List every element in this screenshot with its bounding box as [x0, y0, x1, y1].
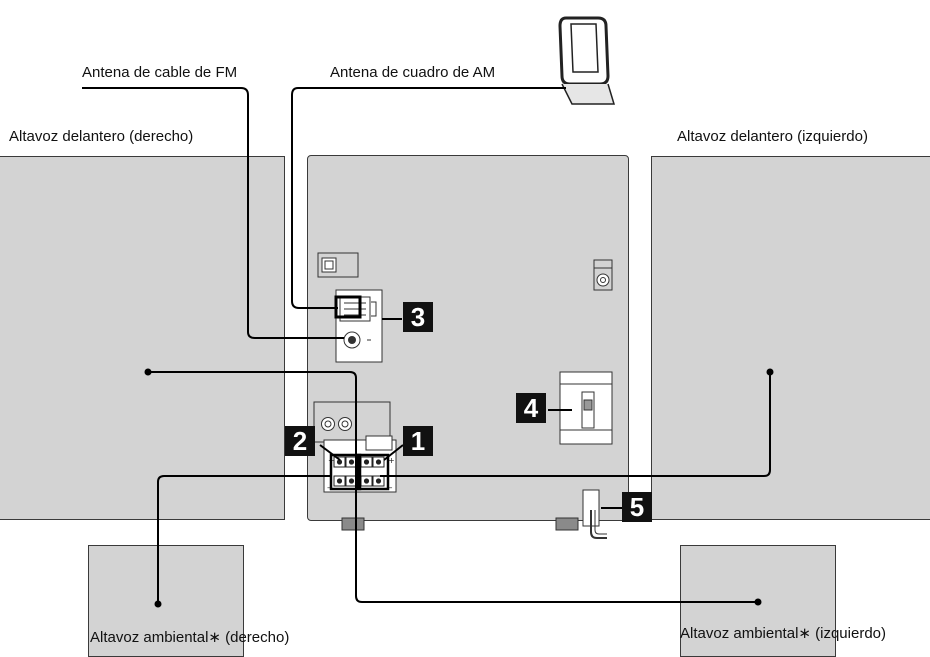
am-loop-antenna: [558, 16, 616, 105]
fm-antenna-wire: [82, 87, 344, 339]
front-left-speaker-wire: [380, 372, 771, 477]
am-antenna-label: Antena de cuadro de AM: [330, 64, 496, 81]
antenna-terminal-panel: [335, 289, 383, 363]
surround-speaker-right: [88, 545, 244, 657]
power-cord: [582, 489, 607, 539]
optical-jack: [317, 252, 359, 278]
rca-input-panel: [313, 401, 391, 443]
svg-text:–: –: [327, 483, 332, 493]
front-right-speaker-wire: [148, 371, 758, 603]
badge-1: 1: [403, 426, 433, 456]
svg-text:–: –: [388, 483, 393, 493]
voltage-selector: [559, 371, 613, 445]
fm-antenna-label: Antena de cable de FM: [82, 64, 238, 81]
surround-left-label: Altavoz ambiental∗ (izquierdo): [680, 625, 886, 642]
front-speaker-right: [0, 156, 285, 520]
badge-3: 3: [403, 302, 433, 332]
unit-foot-right: [555, 517, 579, 531]
badge-4: 4: [516, 393, 546, 423]
am-antenna-wire: [291, 87, 566, 309]
unit-foot-left: [341, 517, 365, 531]
surround-right-speaker-wire: [157, 475, 330, 604]
badge-5: 5: [622, 492, 652, 522]
right-small-jack: [593, 259, 613, 291]
front-left-label: Altavoz delantero (izquierdo): [677, 128, 868, 145]
surround-right-label: Altavoz ambiental∗ (derecho): [90, 629, 290, 646]
badge-2: 2: [285, 426, 315, 456]
front-speaker-left: [651, 156, 930, 520]
svg-text:+: +: [388, 456, 395, 465]
front-right-label: Altavoz delantero (derecho): [9, 128, 194, 145]
